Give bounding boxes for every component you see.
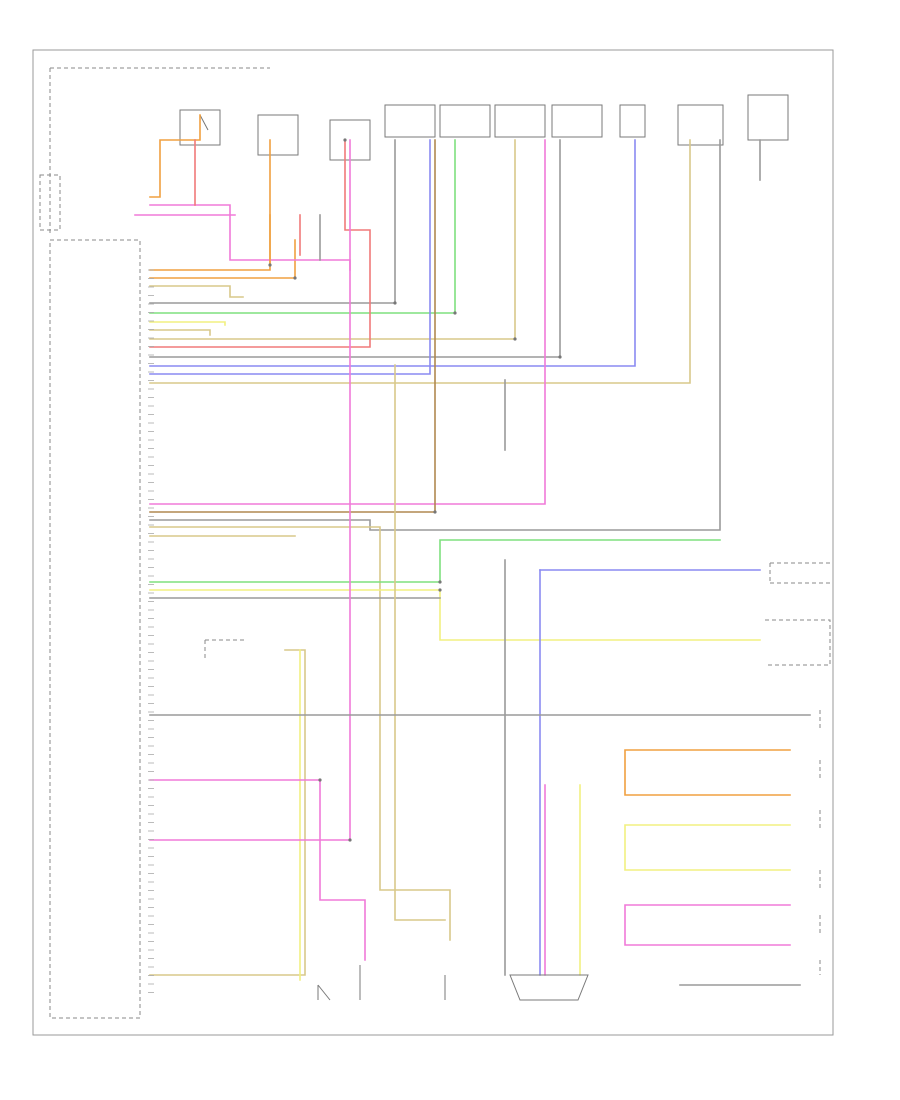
bottom-components: [317, 965, 589, 1001]
splice-dot: [343, 138, 347, 142]
wire-yellow-19: [149, 589, 761, 641]
splice-dot: [453, 311, 457, 315]
wire-tan-12: [149, 139, 691, 384]
parking-brake-switch: [317, 984, 331, 1001]
wire-tan-6: [149, 329, 211, 336]
wire-orange-0: [149, 139, 271, 271]
steering-wheel-switches: [509, 974, 589, 1001]
hot-fuse-right: [747, 94, 789, 141]
engine-control-unit-outline: [49, 67, 270, 235]
right-side-components: [765, 562, 831, 975]
wire-tan-7: [149, 139, 516, 340]
left-rear-door-switch: [384, 104, 436, 138]
trunk-lid-switch: [619, 104, 646, 138]
wire-tan-16: [149, 526, 451, 941]
splice-dot: [293, 276, 297, 280]
wire-yellow-39: [624, 824, 791, 871]
wire-blue-10: [149, 139, 636, 367]
wire-gray-15: [149, 139, 721, 531]
right-rear-door-switch: [439, 104, 491, 138]
fuse-block-relay: [257, 114, 371, 161]
wire-brown-14: [149, 139, 436, 513]
door-switch-group: [384, 94, 789, 146]
wire-orange-1: [149, 239, 296, 279]
splice-dot: [318, 778, 322, 782]
right-front-door-switch: [551, 104, 603, 138]
hot-at-all-times-fuse: [179, 109, 221, 146]
wire-tan-21: [149, 649, 306, 976]
wire-pink-23: [149, 779, 366, 961]
wire-tan-2: [149, 285, 244, 298]
wire-pink-40: [624, 904, 791, 946]
wire-orange-38: [624, 749, 791, 796]
splice-dot: [513, 337, 517, 341]
wire-red-8: [149, 139, 371, 348]
wire-tan-35: [394, 364, 446, 921]
wire-gray-9: [149, 139, 561, 358]
pin-label-group: [148, 269, 154, 993]
splice-dot: [558, 355, 562, 359]
engine-control-unit-lower: [204, 639, 245, 660]
wire-orange-26: [149, 114, 201, 198]
fuel-level-sender-outline: [39, 174, 61, 231]
tire-pressure-control-unit: [677, 104, 724, 146]
splice-dot: [268, 263, 272, 267]
wire-pink-25: [149, 204, 351, 271]
splice-dot: [438, 580, 442, 584]
diagram-border: [32, 49, 834, 1036]
wire-group: [134, 114, 811, 986]
left-front-door-switch: [494, 104, 546, 138]
wire-blue-11: [149, 139, 431, 375]
splice-dot: [393, 301, 397, 305]
splice-dot: [348, 838, 352, 842]
wire-yellow-5: [149, 321, 226, 326]
wire-pink-13: [149, 139, 546, 505]
splice-dot: [438, 588, 442, 592]
wire-green-18: [149, 539, 721, 583]
instrument-cluster-outline: [49, 239, 141, 1019]
splice-dot: [433, 510, 437, 514]
